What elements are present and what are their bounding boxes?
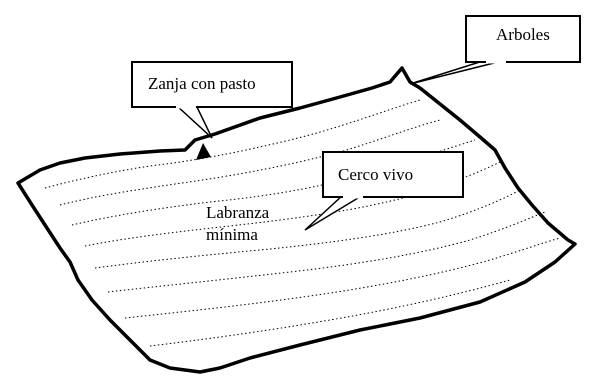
callout-cerco-label: Cerco vivo: [338, 165, 413, 184]
callout-cerco: Cerco vivo: [304, 151, 464, 231]
callout-zanja-pointer: [174, 104, 213, 139]
callout-cerco-box: [322, 151, 464, 198]
contour-line: [59, 119, 441, 206]
callout-zanja-label: Zanja con pasto: [148, 74, 256, 93]
callout-zanja: Zanja con pasto: [131, 61, 293, 139]
ditch-marker: [196, 143, 211, 160]
area-label-line1: Labranza: [206, 203, 270, 222]
callout-arboles: Arboles: [409, 15, 581, 85]
contour-line: [94, 189, 521, 269]
area-label-line2: mínima: [206, 225, 258, 244]
callout-arboles-pointer: [409, 59, 507, 85]
callout-zanja-box: [131, 61, 293, 108]
callout-arboles-box: [465, 15, 581, 63]
contour-line: [71, 139, 476, 226]
callout-arboles-label: Arboles: [496, 25, 550, 44]
contour-line: [124, 237, 561, 319]
land-plot-outline: [16, 66, 577, 374]
